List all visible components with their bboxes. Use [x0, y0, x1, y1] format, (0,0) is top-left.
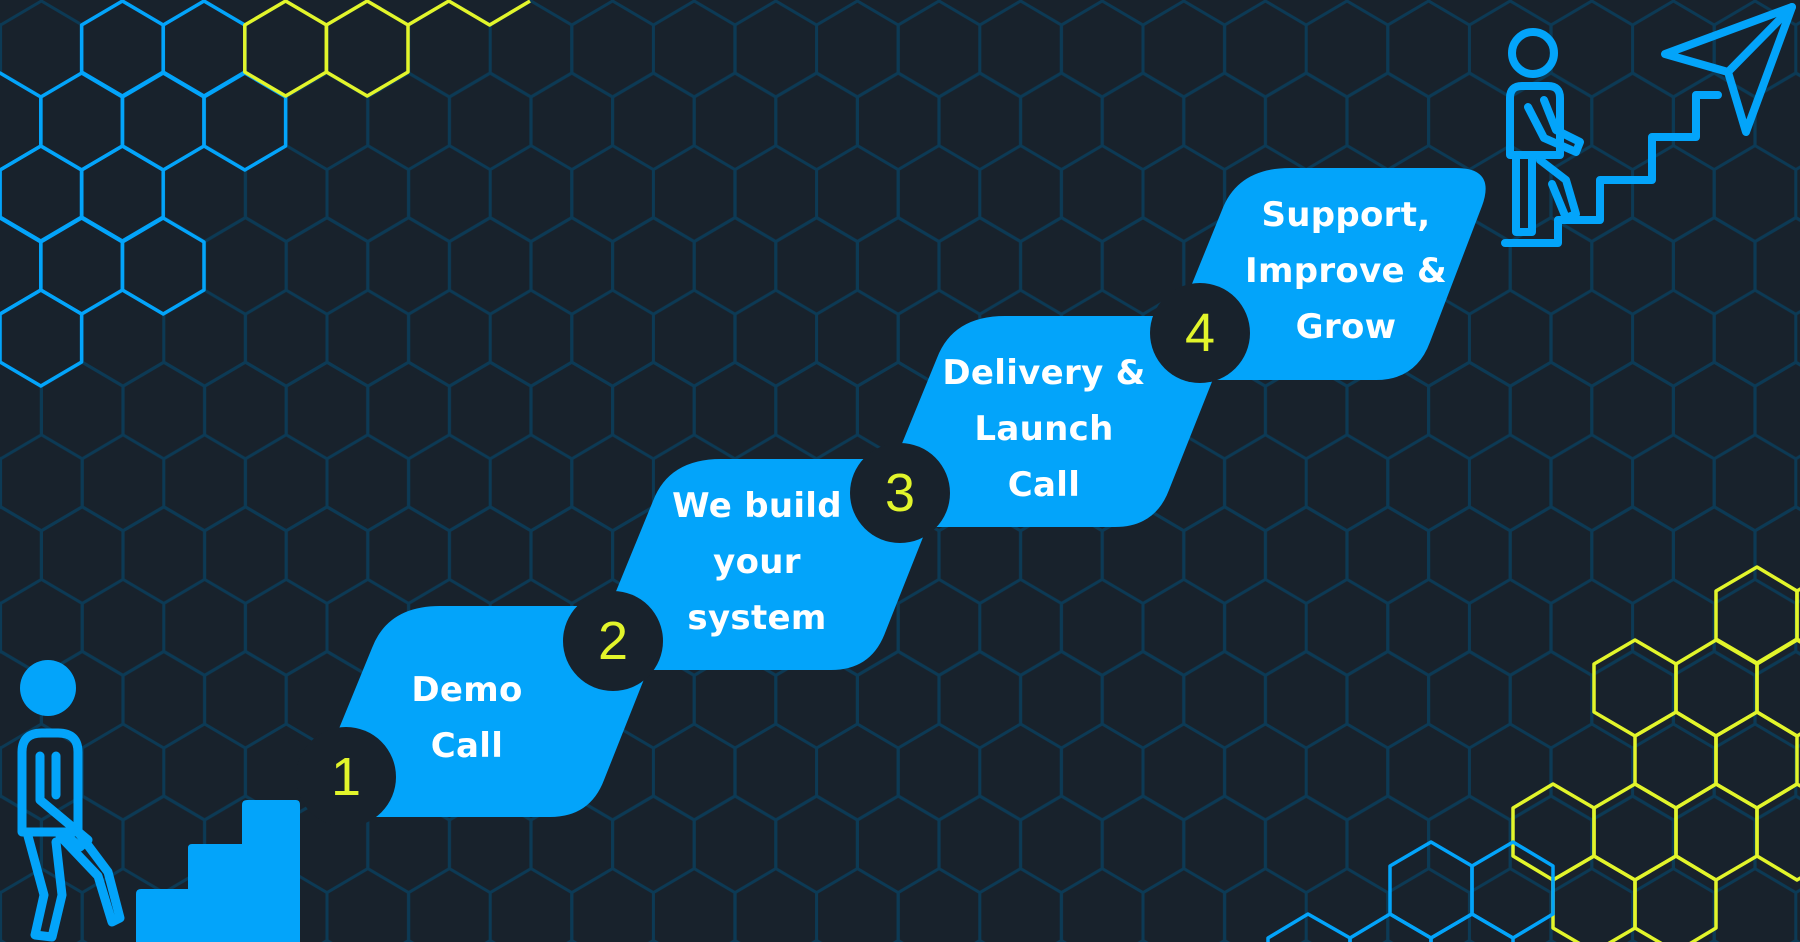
step-4-number-badge: 4	[1150, 283, 1250, 383]
walking-person-icon	[17, 660, 125, 942]
stairs-icon	[136, 800, 300, 942]
step-1-number-badge: 1	[296, 727, 396, 827]
step-box-3	[880, 316, 1227, 527]
step-4-label: Support, Improve & Grow	[1245, 195, 1447, 347]
step-2-number-badge: 2	[563, 591, 663, 691]
hexagon-cluster-top-left	[0, 0, 288, 388]
hexagon-cluster-top-yellow	[243, 0, 531, 98]
hexagon-cluster-bottom-right-blue	[1266, 840, 1555, 942]
paper-plane-icon	[1661, 3, 1796, 136]
person-climbing-stairs-icon	[1501, 28, 1722, 247]
step-2-label: We build your system	[672, 486, 842, 638]
step-1-label: Demo Call	[411, 670, 523, 766]
step-3-number-badge: 3	[850, 443, 950, 543]
step-3-label: Delivery & Launch Call	[942, 353, 1146, 505]
